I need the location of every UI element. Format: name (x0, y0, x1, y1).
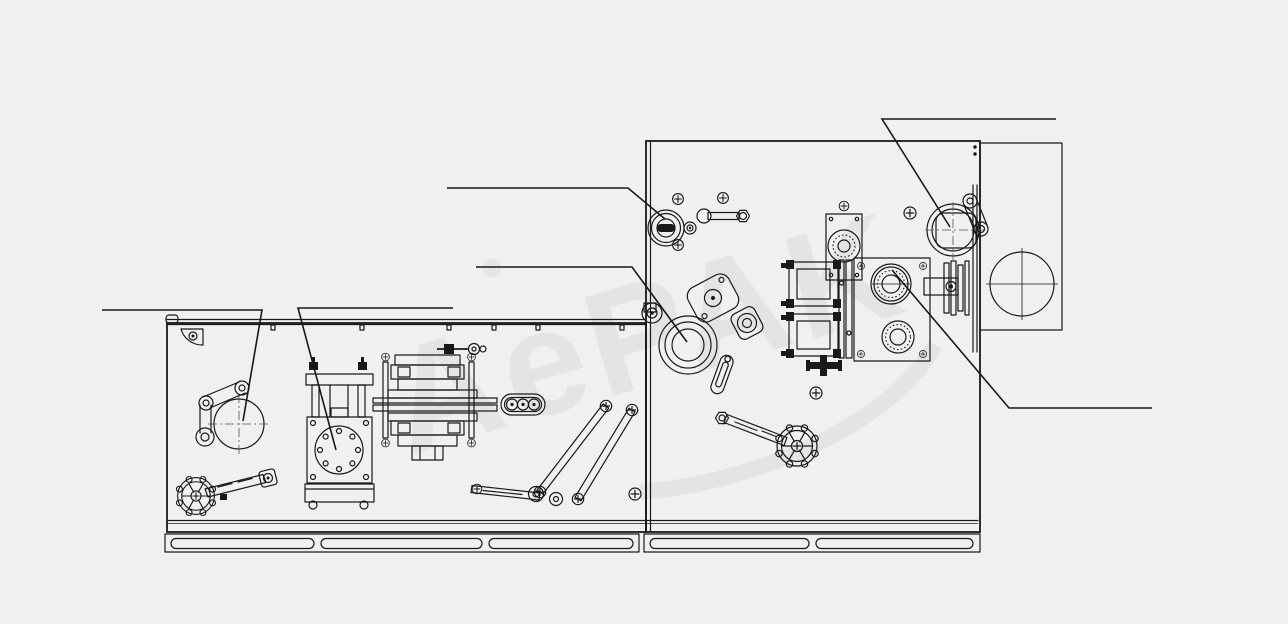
left-handwheel-assembly (175, 468, 278, 517)
callout-unwind-roller (102, 309, 263, 422)
drive-rail-lower (372, 404, 498, 412)
bolt-dot (973, 145, 977, 149)
forming-plate (306, 416, 373, 484)
push-rod (536, 403, 610, 495)
callout-gearbox-bearing (891, 269, 1152, 409)
panel-bolt (903, 206, 917, 220)
cam-assembly (686, 273, 764, 395)
bolt-dot (973, 152, 977, 156)
machine-floor (167, 519, 979, 524)
junction-pulley (641, 302, 663, 324)
callout-forming-plate (296, 307, 453, 451)
forming-pedestal (304, 483, 375, 503)
left-cabinet-interior (175, 342, 642, 517)
drive-rail-upper (372, 397, 498, 404)
registration-roller (986, 248, 1058, 320)
forming-die-circle (314, 425, 364, 475)
top-bearing (870, 263, 912, 305)
slotted-link (710, 354, 734, 395)
callout-film-roller (476, 266, 688, 343)
upper-right-roller-assembly (925, 184, 989, 353)
unwind-roller-assembly (195, 380, 270, 454)
right-cabinet-interior (641, 184, 1058, 468)
link-bar (696, 208, 751, 224)
cam-follower (730, 306, 764, 340)
roller-face-plate (935, 212, 977, 249)
feed-roller-cluster (647, 192, 751, 251)
right-handwheel-assembly (714, 411, 819, 468)
right-cabinet (645, 140, 981, 533)
film-roller (658, 315, 718, 375)
callout-upper-right-assembly (880, 118, 1056, 228)
arm-end-washer (195, 427, 215, 447)
machine-base (164, 533, 981, 553)
forming-top-cap (305, 373, 374, 386)
panel-bolt (809, 386, 823, 400)
cross-fitting (806, 355, 842, 376)
output-shaft (411, 445, 444, 461)
callout-lines (102, 118, 1152, 451)
push-rod (574, 407, 636, 502)
guide-rail (165, 314, 647, 331)
drive-cluster (372, 342, 546, 461)
callout-feed-roller (447, 187, 666, 220)
corner-bracket (180, 328, 204, 346)
bottom-bearing (881, 320, 915, 354)
chain-link (500, 393, 546, 416)
gearbox-unit (781, 257, 970, 362)
forming-station (304, 357, 375, 510)
bell-crank-bar (470, 484, 541, 501)
pushrod-linkage (470, 399, 642, 507)
watermark-dot (483, 259, 501, 277)
gearbox-plate (853, 257, 931, 362)
watermark-swoosh (639, 341, 943, 500)
